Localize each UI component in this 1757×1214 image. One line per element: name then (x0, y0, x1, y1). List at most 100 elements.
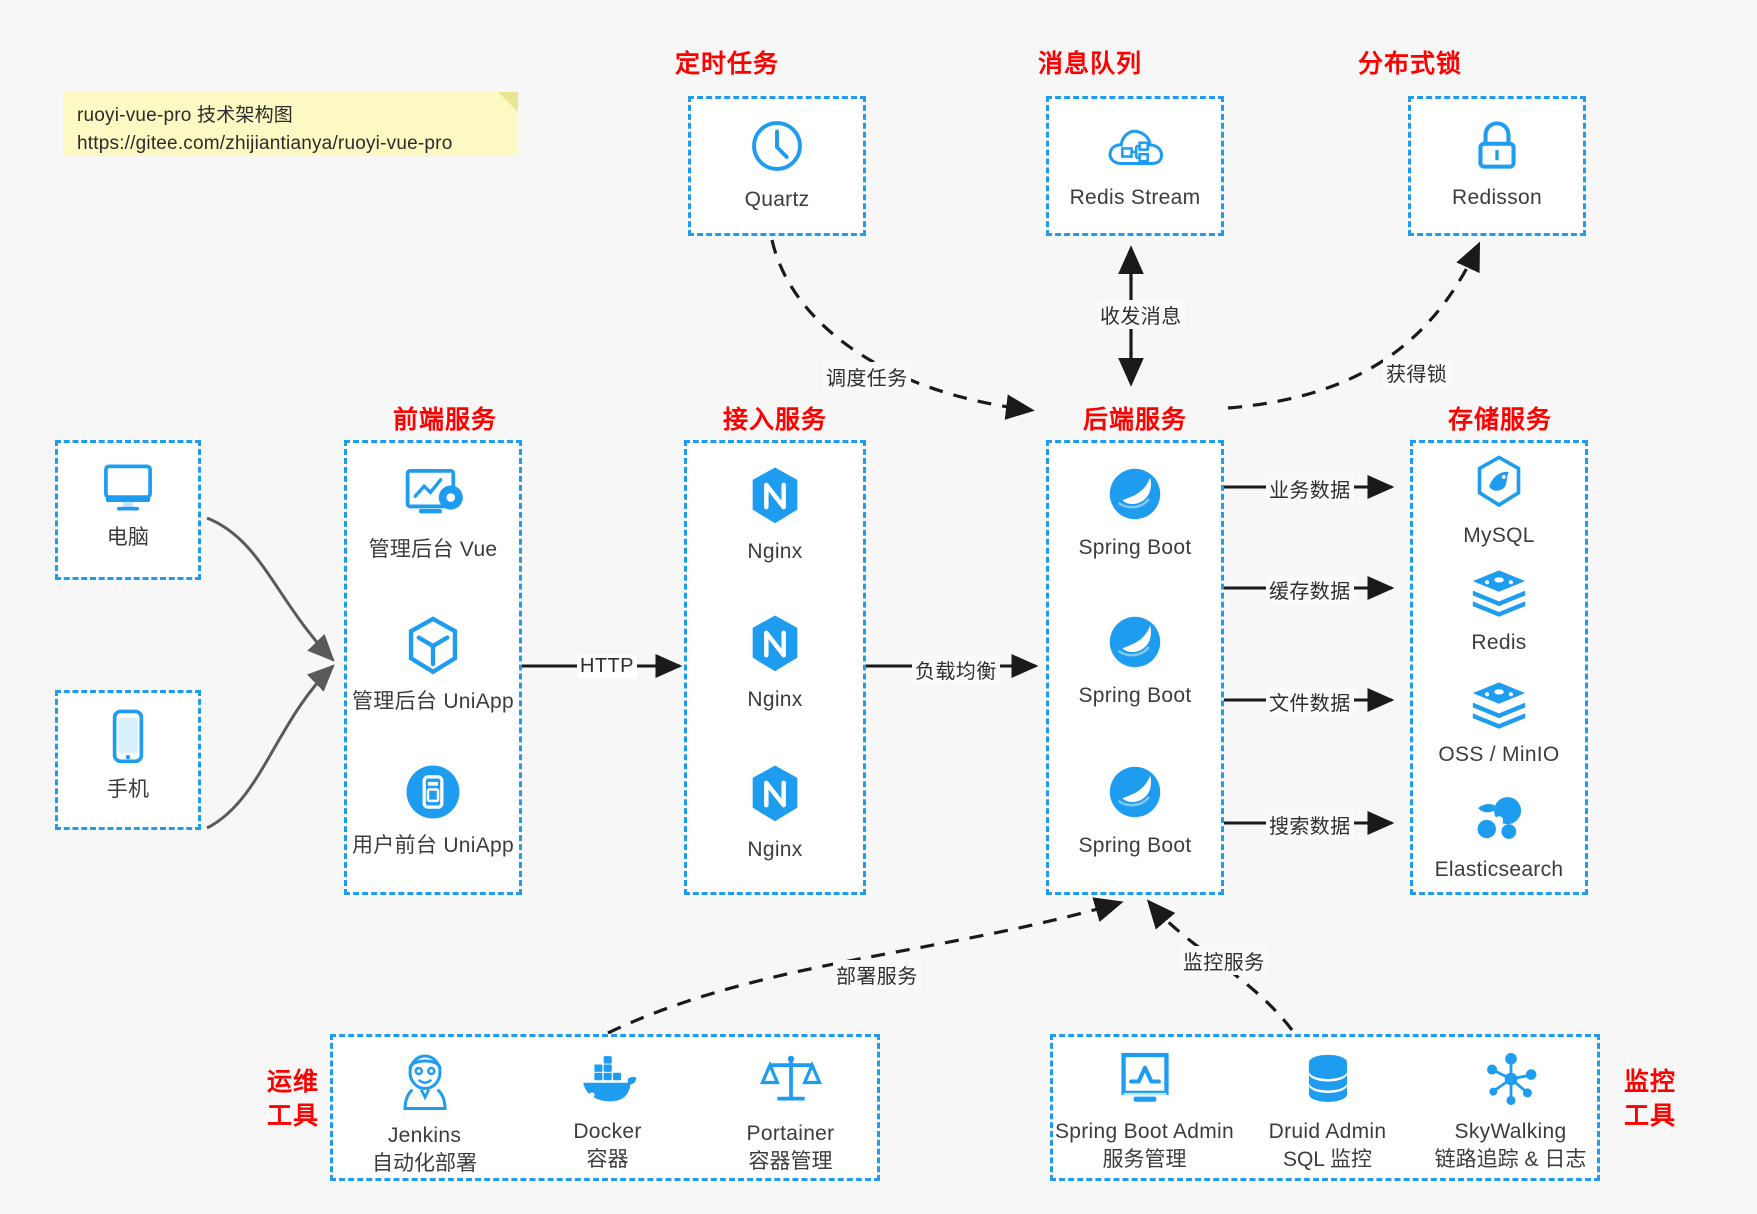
node-label: Druid Admin (1268, 1120, 1387, 1143)
group-title-monitor-line1: 监控 (1623, 1068, 1676, 1096)
node-elasticsearch[interactable]: Elasticsearch (1413, 791, 1585, 884)
node-mysql[interactable]: MySQL (1413, 455, 1585, 550)
node-label: Portainer (746, 1122, 835, 1145)
nginx-icon (687, 763, 863, 830)
nginx-icon (687, 613, 863, 680)
docker-whale-icon (516, 1051, 699, 1112)
group-box-monitor: Spring Boot Admin 服务管理 Druid Admin SQL 监… (1050, 1034, 1600, 1181)
edge-label-search-data: 搜索数据 (1266, 810, 1354, 839)
group-box-frontend: 管理后台 Vue 管理后台 UniApp 用户前台 UniApp (344, 440, 522, 895)
note-url: https://gitee.com/zhijiantianya/ruoyi-vu… (77, 133, 453, 154)
edge-label-schedule-task: 调度任务 (823, 362, 911, 391)
balance-scale-icon (699, 1051, 882, 1114)
group-title-scheduler: 定时任务 (674, 50, 779, 78)
lock-icon (1411, 117, 1583, 178)
group-title-lock: 分布式锁 (1357, 50, 1462, 78)
clock-icon (691, 117, 863, 180)
cube-icon (347, 615, 519, 682)
node-spring-boot-3[interactable]: Spring Boot (1049, 763, 1221, 860)
node-label: SkyWalking (1454, 1120, 1567, 1143)
node-nginx-2[interactable]: Nginx (687, 613, 863, 714)
node-redis[interactable]: Redis (1413, 568, 1585, 657)
node-admin-uniapp[interactable]: 管理后台 UniApp (347, 615, 519, 716)
group-box-lock: Redisson (1408, 96, 1586, 236)
node-label: 手机 (106, 778, 150, 801)
node-label: Docker (573, 1120, 642, 1143)
mobile-icon (58, 709, 198, 770)
node-docker[interactable]: Docker 容器 (516, 1051, 699, 1174)
node-mobile[interactable]: 手机 (58, 709, 198, 804)
node-sublabel: 服务管理 (1102, 1148, 1187, 1171)
node-desktop[interactable]: 电脑 (58, 459, 198, 552)
node-admin-vue[interactable]: 管理后台 Vue (347, 465, 519, 564)
node-label: Nginx (747, 838, 803, 861)
node-label: Quartz (744, 188, 810, 211)
group-title-frontend: 前端服务 (392, 406, 497, 434)
node-label: 管理后台 Vue (368, 538, 498, 561)
node-oss-minio[interactable]: OSS / MinIO (1413, 680, 1585, 769)
edge-label-cache-data: 缓存数据 (1266, 575, 1354, 604)
node-sublabel: 链路追踪 & 日志 (1434, 1148, 1587, 1171)
node-label: Redis Stream (1069, 186, 1201, 209)
group-box-devops: Jenkins 自动化部署 (330, 1034, 880, 1181)
redis-stack-icon (1413, 568, 1585, 623)
group-title-mq: 消息队列 (1037, 50, 1142, 78)
elasticsearch-icon (1413, 791, 1585, 850)
node-label: Spring Boot (1078, 834, 1192, 857)
node-quartz[interactable]: Quartz (691, 117, 863, 214)
group-title-gateway: 接入服务 (722, 406, 827, 434)
node-sublabel: 容器 (586, 1148, 629, 1171)
node-redis-stream[interactable]: Redis Stream (1049, 117, 1221, 212)
node-label: Spring Boot Admin (1054, 1120, 1235, 1143)
node-portainer[interactable]: Portainer 容器管理 (699, 1051, 882, 1176)
node-label: Spring Boot (1078, 684, 1192, 707)
group-box-storage: MySQL Redis (1410, 440, 1588, 895)
edge-label-file-data: 文件数据 (1266, 687, 1354, 716)
skywalking-node-icon (1419, 1051, 1602, 1112)
node-sublabel: 自动化部署 (372, 1152, 477, 1175)
edge-label-send-receive-msg: 收发消息 (1097, 300, 1185, 329)
node-nginx-3[interactable]: Nginx (687, 763, 863, 864)
database-icon (1236, 1051, 1419, 1112)
node-nginx-1[interactable]: Nginx (687, 465, 863, 566)
node-label: OSS / MinIO (1438, 743, 1560, 766)
spring-leaf-icon (1049, 613, 1221, 676)
node-user-uniapp[interactable]: 用户前台 UniApp (347, 763, 519, 860)
edge-label-acquire-lock: 获得锁 (1383, 358, 1451, 387)
node-label: 用户前台 UniApp (351, 834, 514, 857)
cloud-node-icon (1049, 117, 1221, 178)
dashboard-gear-icon (347, 465, 519, 530)
node-jenkins[interactable]: Jenkins 自动化部署 (333, 1051, 516, 1178)
node-skywalking[interactable]: SkyWalking 链路追踪 & 日志 (1419, 1051, 1602, 1174)
edge-label-monitor-service: 监控服务 (1180, 946, 1268, 975)
node-label: Spring Boot (1078, 536, 1192, 559)
group-title-devops: 运维 工具 (258, 1065, 328, 1133)
edge-label-business-data: 业务数据 (1266, 474, 1354, 503)
spring-leaf-icon (1049, 465, 1221, 528)
node-sublabel: SQL 监控 (1282, 1148, 1373, 1171)
mysql-dolphin-icon (1413, 455, 1585, 516)
node-label: Nginx (747, 540, 803, 563)
jenkins-butler-icon (333, 1051, 516, 1116)
phone-app-icon (347, 763, 519, 826)
group-title-monitor-line2: 工具 (1623, 1102, 1676, 1130)
node-druid-admin[interactable]: Druid Admin SQL 监控 (1236, 1051, 1419, 1174)
node-spring-boot-admin[interactable]: Spring Boot Admin 服务管理 (1053, 1051, 1236, 1174)
node-label: Nginx (747, 688, 803, 711)
desktop-icon (58, 459, 198, 518)
edge-label-http: HTTP (577, 655, 637, 678)
group-box-scheduler: Quartz (688, 96, 866, 236)
node-spring-boot-2[interactable]: Spring Boot (1049, 613, 1221, 710)
group-title-monitor: 监控 工具 (1615, 1065, 1685, 1133)
node-spring-boot-1[interactable]: Spring Boot (1049, 465, 1221, 562)
node-redisson[interactable]: Redisson (1411, 117, 1583, 212)
redis-stack-icon (1413, 680, 1585, 735)
node-label: 管理后台 UniApp (351, 690, 514, 713)
group-box-client-desktop: 电脑 (55, 440, 201, 580)
group-box-gateway: Nginx Nginx Nginx (684, 440, 866, 895)
monitor-chart-icon (1053, 1051, 1236, 1112)
note-title: ruoyi-vue-pro 技术架构图 (77, 105, 294, 126)
edge-label-deploy-service: 部署服务 (833, 960, 921, 989)
group-box-client-mobile: 手机 (55, 690, 201, 830)
